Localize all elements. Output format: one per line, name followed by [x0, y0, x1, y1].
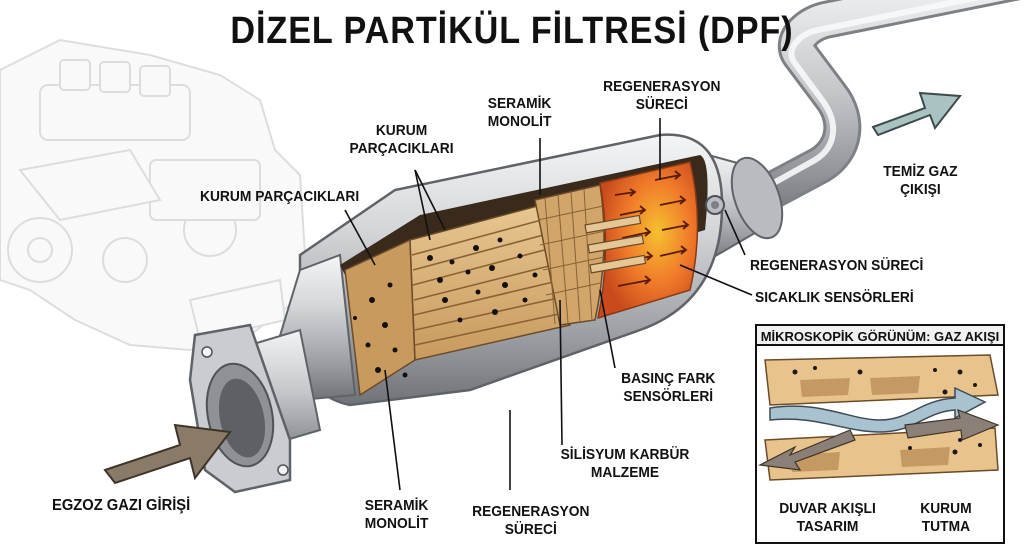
- leader-lines: [344, 118, 966, 501]
- label-line: SERAMİK: [364, 497, 429, 514]
- label-sicaklik-sensorleri: SICAKLIK SENSÖRLERİ: [755, 289, 914, 306]
- label-line: BASINÇ FARK: [621, 370, 716, 387]
- label-line: DUVAR AKIŞLI: [779, 500, 876, 517]
- label-line: SERAMİK: [487, 95, 552, 112]
- outlet-arrow-icon: [871, 91, 962, 137]
- label-regenerasyon-sureci-bottom: REGENERASYON SÜRECİ: [472, 503, 589, 539]
- page-title: DİZEL PARTİKÜL FİLTRESİ (DPF): [230, 10, 794, 52]
- label-line: SENSÖRLERİ: [623, 388, 714, 405]
- label-silisyum-karbur: SİLİSYUM KARBÜR MALZEME: [561, 446, 690, 482]
- label-line: REGENERASYON: [603, 78, 721, 95]
- label-kurum-tutma: KURUM TUTMA: [920, 500, 971, 536]
- label-duvar-akisli-tasarim: DUVAR AKIŞLI TASARIM: [779, 500, 876, 536]
- label-temiz-gaz-cikisi: TEMİZ GAZ ÇIKIŞI: [883, 163, 957, 199]
- inlet-arrow-icon: [103, 423, 232, 485]
- label-kurum-parcaciklari-top: KURUM PARÇACIKLARI: [350, 122, 454, 158]
- label-seramik-monolit-top: SERAMİK MONOLİT: [488, 95, 552, 131]
- label-regenerasyon-sureci-top: REGENERASYON SÜRECİ: [603, 78, 720, 114]
- label-line: TASARIM: [796, 518, 859, 535]
- label-egzoz-gazi-girisi: EGZOZ GAZI GİRİŞİ: [52, 497, 191, 514]
- label-basinc-fark-sensorleri: BASINÇ FARK SENSÖRLERİ: [621, 370, 715, 406]
- engine-sketch-icon: [0, 38, 307, 352]
- label-kurum-parcaciklari-left: KURUM PARÇACIKLARI: [200, 188, 360, 205]
- label-line: MALZEME: [590, 464, 660, 481]
- label-line: SÜRECİ: [504, 521, 557, 538]
- label-line: MONOLİT: [487, 113, 552, 130]
- label-line: MONOLİT: [364, 515, 429, 532]
- label-regenerasyon-sureci-right: REGENERASYON SÜRECİ: [750, 257, 924, 274]
- outlet-pipe: [726, 0, 1021, 224]
- label-line: TEMİZ GAZ: [883, 163, 958, 180]
- label-line: ÇIKIŞI: [900, 181, 941, 198]
- microscopic-inset: [755, 324, 1005, 544]
- label-seramik-monolit-bottom: SERAMİK MONOLİT: [365, 497, 429, 533]
- label-line: KURUM: [920, 500, 972, 517]
- label-line: SİLİSYUM KARBÜR: [560, 446, 690, 463]
- label-line: TUTMA: [921, 518, 971, 535]
- label-line: KURUM: [375, 122, 428, 139]
- label-line: REGENERASYON: [472, 503, 590, 520]
- label-line: SÜRECİ: [635, 96, 688, 113]
- label-line: PARÇACIKLARI: [349, 140, 454, 157]
- dpf-canister: [188, 133, 784, 494]
- inset-title: MİKROSKOPİK GÖRÜNÜM: GAZ AKIŞI: [760, 329, 1000, 344]
